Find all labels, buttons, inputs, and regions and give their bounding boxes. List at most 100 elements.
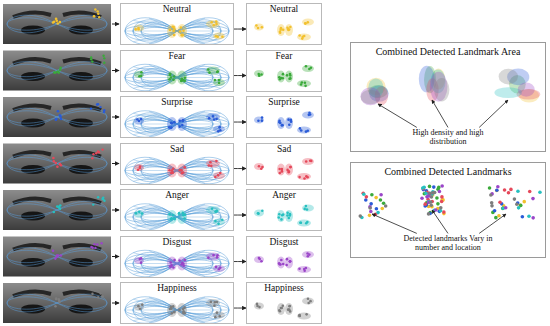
landmark-dot bbox=[285, 264, 288, 267]
landmark-dot bbox=[219, 129, 222, 132]
landmark-dot bbox=[90, 107, 92, 109]
landmark-dot bbox=[98, 289, 100, 291]
landmark-area bbox=[167, 210, 177, 224]
landmark-dot bbox=[286, 26, 289, 29]
landmark-dot bbox=[103, 111, 105, 113]
landmark-dot bbox=[279, 78, 282, 81]
landmark-dot bbox=[214, 316, 217, 319]
landmark-dot bbox=[53, 211, 56, 214]
face-photo bbox=[3, 144, 119, 184]
landmark-dot bbox=[55, 162, 58, 165]
landmark-dot bbox=[301, 37, 304, 40]
landmark-dot bbox=[494, 216, 498, 220]
leader-arrow bbox=[432, 210, 448, 233]
landmark-dot bbox=[137, 28, 140, 31]
landmark-clusters bbox=[254, 205, 314, 227]
landmark-dot bbox=[211, 207, 214, 210]
landmark-dot bbox=[216, 301, 219, 304]
landmark-dot bbox=[137, 168, 140, 171]
landmark-dot bbox=[261, 116, 264, 119]
mesh-line bbox=[7, 250, 107, 262]
landmark-dot bbox=[181, 120, 184, 123]
landmark-dot bbox=[180, 169, 183, 172]
landmark-area bbox=[285, 303, 293, 315]
landmark-dot bbox=[103, 62, 105, 64]
landmark-dot bbox=[289, 73, 292, 76]
landmark-dot bbox=[172, 305, 175, 308]
landmark-dot bbox=[183, 312, 186, 315]
eyebrow bbox=[63, 12, 101, 17]
landmark-dot bbox=[493, 209, 497, 213]
landmark-dot bbox=[304, 81, 307, 84]
landmark-dot bbox=[310, 66, 313, 69]
landmark-dot bbox=[516, 189, 520, 193]
landmark-dot bbox=[278, 213, 281, 216]
leader-arrow bbox=[479, 214, 506, 233]
landmark-dot bbox=[140, 261, 143, 264]
landmark-dot bbox=[515, 202, 519, 206]
landmark-dot bbox=[436, 202, 440, 206]
landmark-dot bbox=[210, 301, 213, 304]
landmark-dot bbox=[304, 22, 307, 25]
landmark-dot bbox=[280, 218, 283, 221]
landmark-dot bbox=[298, 314, 301, 317]
landmark-dot bbox=[134, 28, 137, 31]
landmark-dot bbox=[138, 211, 141, 214]
landmark-dot bbox=[140, 75, 143, 78]
landmark-dot bbox=[513, 197, 517, 201]
landmark-area bbox=[285, 210, 293, 222]
landmark-dot bbox=[431, 191, 435, 195]
landmark-area bbox=[134, 25, 144, 32]
landmark-dot bbox=[169, 127, 172, 130]
landmark-dot bbox=[57, 206, 60, 209]
landmark-dot bbox=[213, 118, 216, 121]
mesh-line bbox=[7, 294, 107, 312]
landmark-dot bbox=[213, 304, 216, 307]
landmark-dot bbox=[498, 200, 502, 204]
mesh-line bbox=[7, 248, 107, 266]
landmark-dot bbox=[97, 196, 99, 198]
landmark-dot bbox=[212, 115, 215, 118]
landmark-dot bbox=[182, 119, 185, 122]
eyebrow bbox=[13, 105, 51, 110]
face-photo bbox=[3, 51, 119, 91]
landmark-dot bbox=[305, 160, 308, 163]
landmark-dot bbox=[280, 259, 283, 262]
illustration-group bbox=[3, 4, 542, 323]
mesh-line bbox=[7, 108, 107, 126]
mesh-line bbox=[125, 204, 229, 230]
landmark-dot bbox=[286, 214, 289, 217]
landmark-area bbox=[206, 299, 220, 307]
flow-connector bbox=[234, 75, 246, 76]
landmark-dot bbox=[55, 118, 58, 121]
landmark-mesh bbox=[125, 250, 229, 276]
landmark-area bbox=[177, 210, 187, 224]
landmark-dot bbox=[257, 73, 260, 76]
landmark-dot bbox=[53, 21, 56, 24]
landmark-dot bbox=[169, 73, 172, 76]
landmark-dot bbox=[171, 26, 174, 29]
landmark-dot bbox=[216, 256, 219, 259]
landmark-dot bbox=[286, 258, 289, 261]
landmark-area bbox=[297, 80, 311, 87]
landmark-dot bbox=[287, 29, 290, 32]
landmark-dot bbox=[428, 185, 432, 189]
landmark-dot bbox=[181, 34, 184, 37]
eyebrow bbox=[63, 152, 101, 157]
landmark-dot bbox=[257, 212, 260, 215]
landmark-area bbox=[177, 303, 187, 317]
landmark-dot bbox=[279, 263, 282, 266]
landmark-dot bbox=[96, 243, 98, 245]
mesh-line bbox=[7, 111, 107, 123]
landmark-dot bbox=[289, 214, 292, 217]
landmark-dot bbox=[521, 215, 525, 219]
landmark-area bbox=[297, 313, 311, 320]
landmark-dot bbox=[56, 254, 59, 257]
landmark-area bbox=[167, 303, 177, 317]
landmark-dot bbox=[182, 29, 185, 32]
landmark-dot bbox=[57, 110, 60, 113]
photo-ground bbox=[3, 283, 111, 323]
landmark-area bbox=[206, 67, 220, 75]
landmark-dot bbox=[169, 266, 172, 269]
landmark-dot bbox=[495, 189, 499, 193]
